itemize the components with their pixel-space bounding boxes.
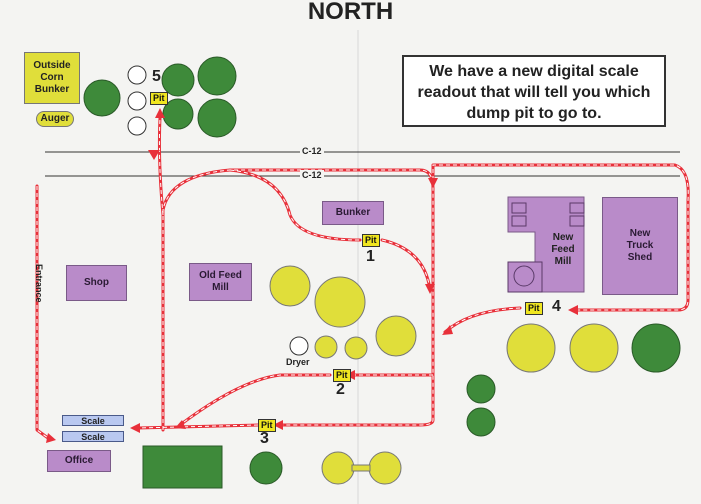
green-bin — [83, 79, 121, 117]
pit-5: Pit — [150, 92, 168, 105]
route-dashes — [36, 117, 689, 439]
yellow-bin — [569, 323, 619, 373]
arrow-icon — [46, 433, 56, 443]
route-pit1-exit — [380, 238, 432, 292]
scale-upper: Scale — [62, 415, 124, 426]
green-bin — [466, 407, 496, 437]
green-bin — [161, 63, 195, 97]
yellow-bin — [375, 315, 417, 357]
pit-1: Pit — [362, 234, 380, 247]
route-pit4-out — [443, 306, 522, 334]
green-field — [142, 445, 223, 489]
outside-corn-bunker: Outside Corn Bunker — [24, 52, 80, 104]
arrow-icon — [442, 325, 453, 335]
dryer-label: Dryer — [286, 357, 310, 367]
arrow-icon — [175, 420, 186, 429]
notice-box: We have a new digital scale readout that… — [402, 55, 666, 127]
white-bin — [127, 65, 147, 85]
green-bin — [631, 323, 681, 373]
pit-2-number: 2 — [336, 381, 345, 398]
page-title: NORTH — [307, 0, 394, 25]
yellow-bin — [314, 335, 338, 359]
dryer-bin — [289, 336, 309, 356]
route-pit3 — [136, 423, 260, 430]
arrow-icon — [425, 284, 435, 294]
route-pit2-out — [178, 373, 332, 427]
auger: Auger — [36, 111, 74, 127]
green-bin — [466, 374, 496, 404]
new-truck-shed: New Truck Shed — [602, 197, 678, 295]
pit-2: Pit — [333, 369, 351, 382]
pit-4: Pit — [525, 302, 543, 315]
green-bin — [197, 56, 237, 96]
arrow-icon — [273, 420, 283, 430]
yellow-bin — [314, 276, 366, 328]
entrance-label: Entrance — [34, 264, 44, 303]
yellow-bin — [506, 323, 556, 373]
yellow-bin — [321, 451, 355, 485]
bunker: Bunker — [322, 201, 384, 225]
mill-feature — [511, 202, 527, 214]
arrow-icon — [155, 108, 165, 118]
pit-3: Pit — [258, 419, 276, 432]
mill-feature — [569, 202, 585, 214]
truck-routes — [35, 116, 690, 440]
pit-5-number: 5 — [152, 68, 161, 85]
green-bin — [249, 451, 283, 485]
pit-4-number: 4 — [552, 298, 561, 315]
arrow-icon — [130, 423, 140, 433]
white-bin — [127, 91, 147, 111]
scale-lower: Scale — [62, 431, 124, 442]
bin-connector — [351, 464, 371, 472]
road-label-upper: C-12 — [300, 146, 324, 156]
shop: Shop — [66, 265, 127, 301]
pit-1-number: 1 — [366, 248, 375, 265]
road-label-lower: C-12 — [300, 170, 324, 180]
arrow-icon — [428, 178, 438, 188]
mill-feature — [569, 215, 585, 227]
new-feed-mill-label: New Feed Mill — [551, 232, 575, 267]
white-bin — [127, 116, 147, 136]
arrow-icon — [568, 305, 578, 315]
route-pit5 — [157, 116, 165, 217]
green-bin — [197, 98, 237, 138]
old-feed-mill: Old Feed Mill — [189, 263, 252, 301]
mill-feature — [511, 215, 527, 227]
yellow-bin — [344, 336, 368, 360]
pit-3-number: 3 — [260, 430, 269, 447]
route-entrance — [35, 184, 50, 440]
office: Office — [47, 450, 111, 472]
mill-feature — [513, 265, 535, 287]
yellow-bin — [368, 451, 402, 485]
arrow-icon — [148, 150, 160, 160]
yellow-bin — [269, 265, 311, 307]
